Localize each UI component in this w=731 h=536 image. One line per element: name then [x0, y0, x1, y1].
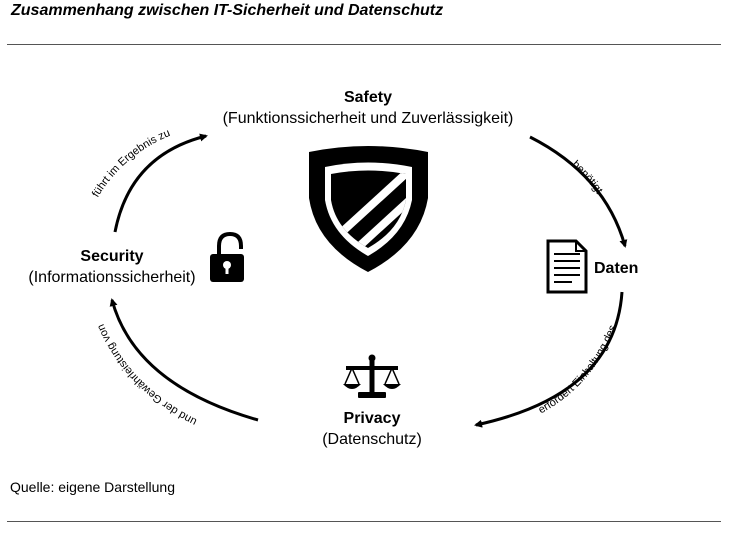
arrow-safety-to-daten [529, 135, 628, 248]
bottom-divider [7, 521, 721, 522]
source-note: Quelle: eigene Darstellung [10, 479, 175, 495]
top-divider [7, 44, 721, 45]
privacy-desc: (Datenschutz) [322, 431, 422, 448]
document-icon [546, 239, 588, 294]
shield-icon [309, 146, 428, 272]
arrow-privacy-to-security [109, 298, 259, 422]
open-lock-icon [210, 231, 244, 282]
daten-name: Daten [594, 260, 638, 277]
arrow-security-to-safety [113, 133, 208, 233]
arrow-daten-to-privacy [474, 291, 624, 428]
security-name: Security [80, 248, 143, 265]
edge-label-safety-daten: benötigt [570, 158, 605, 196]
edge-label-privacy-security: und der Gewährleistung von [95, 322, 199, 428]
safety-name: Safety [344, 89, 392, 106]
security-desc: (Informationssicherheit) [28, 269, 195, 286]
edge-label-daten-privacy: erfordert Einhaltung des [536, 323, 619, 416]
privacy-name: Privacy [344, 410, 401, 427]
scales-icon [343, 354, 401, 398]
safety-desc: (Funktionssicherheit und Zuverlässigkeit… [223, 110, 514, 127]
page-title: Zusammenhang zwischen IT-Sicherheit und … [11, 2, 444, 19]
